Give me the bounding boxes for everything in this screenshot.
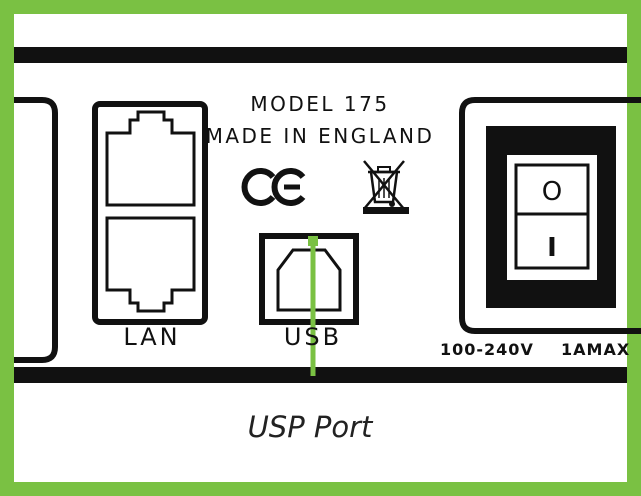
voltage-rating: 100-240V xyxy=(440,340,534,359)
lan-port[interactable] xyxy=(92,101,208,325)
model-label: MODEL 175 xyxy=(250,92,390,116)
ethernet-port-icon xyxy=(105,110,196,207)
origin-label: MADE IN ENGLAND xyxy=(205,124,435,148)
panel-bottom-bar xyxy=(14,367,627,383)
usb-pointer-dot xyxy=(308,236,318,246)
usb-port-caption: USP Port xyxy=(247,410,373,444)
left-housing xyxy=(14,97,58,363)
current-rating: 1AMAX xyxy=(561,340,631,359)
ce-mark-icon xyxy=(241,168,306,206)
switch-off-symbol: O xyxy=(542,177,562,207)
crossed-out-wheelie-bin-icon xyxy=(363,160,409,214)
lan-jack-housing xyxy=(92,101,208,325)
usb-label: USB xyxy=(283,323,343,351)
switch-rocker-inner xyxy=(514,163,590,270)
lan-label: LAN xyxy=(123,323,181,351)
ethernet-port-icon xyxy=(105,216,196,313)
usb-port[interactable] xyxy=(259,233,359,325)
switch-outer-housing xyxy=(459,97,641,334)
switch-on-symbol: I xyxy=(547,233,557,263)
usb-b-port-icon xyxy=(276,248,342,312)
power-switch[interactable]: O I xyxy=(459,97,641,334)
panel-top-bar xyxy=(14,47,627,63)
switch-rocker xyxy=(507,155,597,280)
